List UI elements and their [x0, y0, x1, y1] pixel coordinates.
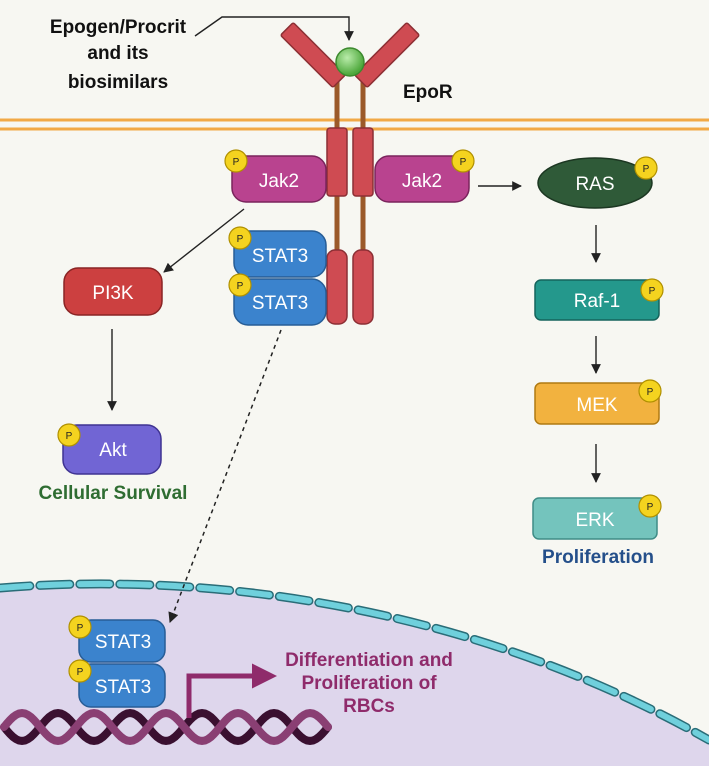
stat3-top-label: STAT3 — [252, 246, 308, 267]
jak2-left-label: Jak2 — [259, 171, 299, 192]
dna-helix — [0, 708, 332, 746]
stat3-bottom-label: STAT3 — [252, 293, 308, 314]
mapk-pathway: RAS P Raf-1 P MEK P ERK P Proliferation — [478, 156, 664, 568]
phospho-raf1 — [640, 278, 664, 302]
stat3-dimer-nucleus: STAT3 P STAT3 P — [68, 615, 166, 708]
nuclear-stat3-bottom-label: STAT3 — [95, 677, 151, 698]
mek-label: MEK — [576, 395, 618, 416]
receptor-tail-right — [352, 249, 374, 325]
epor-label: EpoR — [403, 82, 453, 103]
nuclear-stat3-top-box — [78, 619, 166, 663]
stat3-dimer-cytoplasm: STAT3 P STAT3 P — [228, 226, 327, 326]
receptor-tm-right — [352, 127, 374, 197]
phospho-nuclear-stat3-bottom — [68, 659, 92, 683]
phospho-ras-label: P — [643, 164, 650, 175]
proliferation-label: Proliferation — [542, 547, 654, 568]
pi3k-label: PI3K — [92, 283, 134, 304]
phospho-mek-label: P — [647, 387, 654, 398]
phospho-nuclear-stat3-bottom-label: P — [77, 667, 84, 678]
arrow-jak2-to-pi3k — [163, 208, 245, 273]
jak2-left: Jak2 P — [224, 149, 327, 203]
phospho-akt-label: P — [66, 431, 73, 442]
raf1-box — [534, 279, 660, 321]
nuclear-stat3-bottom-box — [78, 663, 166, 708]
phospho-akt — [57, 423, 81, 447]
raf1-label: Raf-1 — [574, 291, 620, 312]
phospho-stat3-top-label: P — [237, 234, 244, 245]
receptor-arm-right — [354, 22, 420, 88]
ligand-label-line-2: and its — [87, 43, 148, 64]
jak2-right-label: Jak2 — [402, 171, 442, 192]
ligand-label: Epogen/Procrit and its biosimilars — [50, 16, 354, 93]
stat3-top-box — [233, 230, 327, 278]
mek-box — [534, 382, 660, 425]
phospho-mek — [638, 379, 662, 403]
nuclear-stat3-top-label: STAT3 — [95, 632, 151, 653]
epo-ligand-ball — [335, 47, 365, 77]
erk-label: ERK — [575, 510, 614, 531]
receptor-tm-left — [326, 127, 348, 197]
phospho-stat3-bottom-label: P — [237, 281, 244, 292]
dna-strand-b — [0, 708, 332, 746]
rbc-outcome-line-3: RBCs — [343, 696, 395, 717]
ras-label: RAS — [575, 174, 614, 195]
phospho-nuclear-stat3-top — [68, 615, 92, 639]
nuclear-envelope — [0, 580, 709, 743]
akt-label: Akt — [99, 440, 127, 461]
pi3k-box — [63, 267, 163, 316]
pi3k-pathway: PI3K Akt P Cellular Survival — [39, 208, 245, 504]
phospho-jak2-left-label: P — [233, 157, 240, 168]
ligand-label-line-3: biosimilars — [68, 72, 168, 93]
phospho-stat3-bottom — [228, 273, 252, 297]
ras-ellipse — [537, 157, 653, 209]
ligand-pointer-arrow — [194, 16, 354, 41]
erk-box — [532, 497, 658, 540]
phospho-erk — [638, 494, 662, 518]
phospho-nuclear-stat3-top-label: P — [77, 623, 84, 634]
jak2-right: Jak2 P — [374, 149, 475, 203]
phospho-stat3-top — [228, 226, 252, 250]
phospho-raf1-label: P — [649, 286, 656, 297]
cellular-survival-label: Cellular Survival — [39, 483, 188, 504]
epo-receptor: EpoR — [280, 22, 453, 325]
jak2-left-box — [231, 155, 327, 203]
phospho-jak2-left — [224, 149, 248, 173]
receptor-tail-left — [326, 249, 348, 325]
phospho-jak2-right-label: P — [460, 157, 467, 168]
rbc-outcome-line-2: Proliferation of — [301, 673, 437, 694]
akt-box — [62, 424, 162, 475]
rbc-outcome-label: Differentiation and Proliferation of RBC… — [285, 650, 453, 717]
transcription-arrow — [186, 663, 277, 718]
phospho-jak2-right — [451, 149, 475, 173]
phospho-erk-label: P — [647, 502, 654, 513]
rbc-outcome-line-1: Differentiation and — [285, 650, 453, 671]
stat3-bottom-box — [233, 278, 327, 326]
dna-strand-a — [0, 708, 332, 746]
receptor-arm-left — [280, 22, 346, 88]
ligand-label-line-1: Epogen/Procrit — [50, 17, 187, 38]
phospho-ras — [634, 156, 658, 180]
jak2-right-box — [374, 155, 470, 203]
